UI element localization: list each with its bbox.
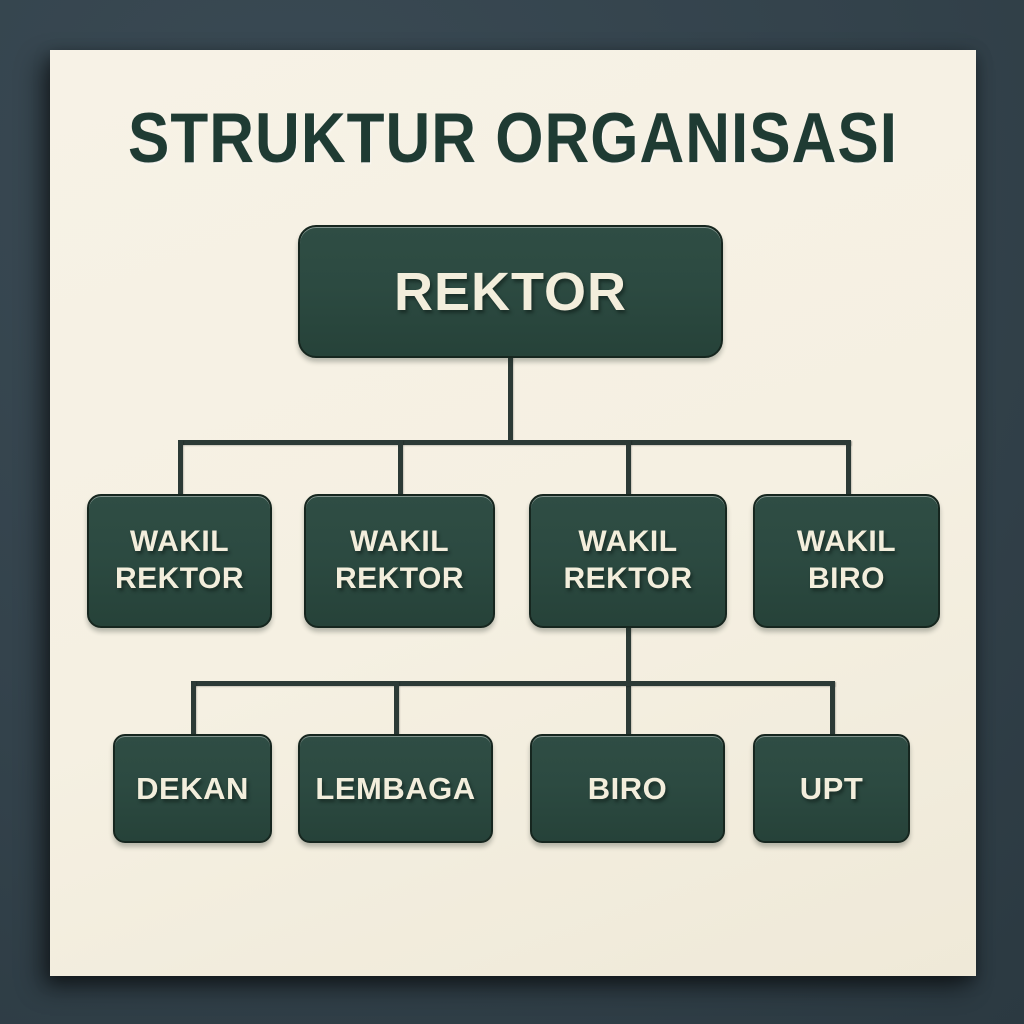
connector-stub-wakil-rektor-2 <box>398 440 403 496</box>
org-chart: REKTOR WAKIL REKTOR WAKIL REKTOR WAKIL R… <box>50 50 976 976</box>
node-dekan: DEKAN <box>113 734 272 843</box>
node-wakil-rektor-3: WAKIL REKTOR <box>529 494 727 628</box>
connector-rektor-down <box>508 356 513 442</box>
connector-tier3-horizontal <box>191 681 835 686</box>
connector-stub-wakil-rektor-3 <box>626 440 631 496</box>
connector-stub-wakil-rektor-1 <box>178 440 183 496</box>
node-wakil-rektor-1: WAKIL REKTOR <box>87 494 272 628</box>
node-upt: UPT <box>753 734 910 843</box>
org-chart-poster: STRUKTUR ORGANISASI REKTOR WAKIL REKTOR … <box>50 50 976 976</box>
connector-stub-upt <box>830 681 835 736</box>
node-wakil-rektor-2: WAKIL REKTOR <box>304 494 495 628</box>
node-rektor: REKTOR <box>298 225 723 358</box>
page-title: STRUKTUR ORGANISASI <box>128 99 898 178</box>
connector-stub-lembaga <box>394 681 399 736</box>
connector-tier2-horizontal <box>178 440 851 445</box>
node-wakil-biro: WAKIL BIRO <box>753 494 940 628</box>
node-biro: BIRO <box>530 734 725 843</box>
connector-stub-dekan <box>191 681 196 736</box>
connector-stub-wakil-biro <box>846 440 851 496</box>
node-lembaga: LEMBAGA <box>298 734 493 843</box>
